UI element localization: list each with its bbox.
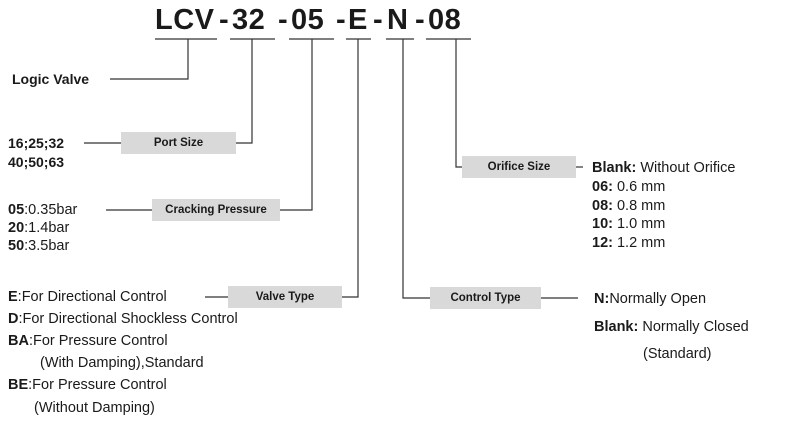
code-cracking-pressure: 05 — [291, 4, 325, 36]
valve-type-ba: BA:For Pressure Control — [8, 333, 168, 349]
control-type-tag: Control Type — [430, 287, 541, 309]
valve-type-ba-sub: (With Damping),Standard — [40, 355, 204, 371]
valve-type-be-sub: (Without Damping) — [34, 400, 155, 416]
code-control-type: N — [387, 4, 409, 36]
valve-type-d: D:For Directional Shockless Control — [8, 311, 238, 327]
connector-orifice — [455, 39, 462, 168]
connector-port-size — [236, 39, 253, 144]
orifice-blank: Blank: Without Orifice — [592, 160, 736, 176]
cracking-item: 05:0.35bar — [8, 202, 78, 218]
connector-cracking — [280, 39, 313, 211]
connector-control-type — [402, 39, 430, 299]
code-dash: - — [219, 4, 229, 36]
cracking-item: 50:3.5bar — [8, 238, 70, 254]
code-dash: - — [336, 4, 346, 36]
orifice-item: 12: 1.2 mm — [592, 235, 666, 251]
orifice-item: 10: 1.0 mm — [592, 216, 666, 232]
orifice-item: 06: 0.6 mm — [592, 179, 666, 195]
valve-type-e: E:For Directional Control — [8, 289, 167, 305]
port-size-tag: Port Size — [121, 132, 236, 154]
port-size-line2: 40;50;63 — [8, 154, 65, 170]
code-valve-type: E — [348, 4, 368, 36]
cracking-pressure-tag: Cracking Pressure — [152, 199, 280, 221]
connector-valve-type — [342, 39, 359, 298]
connector-logic-valve — [110, 39, 189, 80]
valve-type-tag: Valve Type — [228, 286, 342, 308]
valve-type-be: BE:For Pressure Control — [8, 377, 167, 393]
logic-valve-label: Logic Valve — [12, 71, 90, 87]
code-orifice: 08 — [428, 4, 462, 36]
code-dash: - — [415, 4, 425, 36]
code-series: LCV — [155, 4, 215, 36]
orifice-item: 08: 0.8 mm — [592, 198, 666, 214]
control-type-blank-sub: (Standard) — [643, 346, 712, 362]
orifice-size-tag: Orifice Size — [462, 156, 576, 178]
port-size-line1: 16;25;32 — [8, 135, 65, 151]
code-dash: - — [278, 4, 288, 36]
cracking-item: 20:1.4bar — [8, 220, 70, 236]
control-type-blank: Blank: Normally Closed — [594, 319, 749, 335]
code-port-size: 32 — [232, 4, 266, 36]
code-dash: - — [373, 4, 383, 36]
control-type-n: N:Normally Open — [594, 291, 707, 307]
